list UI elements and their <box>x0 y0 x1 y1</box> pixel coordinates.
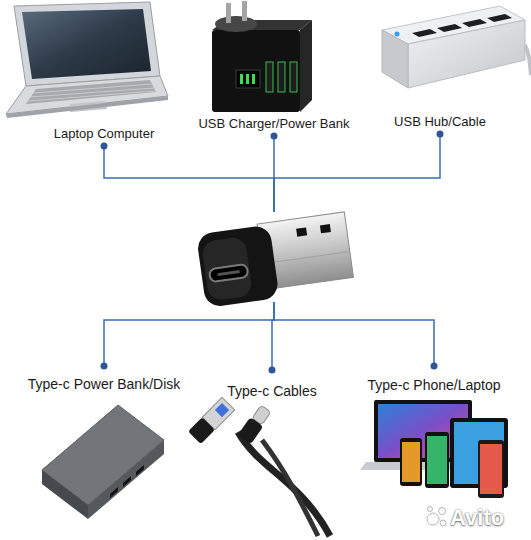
laptop-illustration <box>6 2 168 118</box>
connector-line <box>272 302 274 372</box>
node-label: USB Hub/Cable <box>394 115 486 130</box>
connector-dot <box>101 143 108 150</box>
device-label: USB Charger/Power Bank <box>184 117 364 136</box>
connector-line <box>274 134 440 212</box>
connector-dot <box>269 367 276 374</box>
hub-illustration <box>382 6 531 88</box>
connector-line <box>273 136 275 212</box>
device-label: USB Hub/Cable <box>380 115 500 134</box>
connector-dot <box>437 131 444 138</box>
connector-dot <box>271 133 278 140</box>
node-label: Laptop Computer <box>54 127 154 142</box>
device-label: Type-c Power Bank/Disk <box>14 368 194 392</box>
adapter-node <box>199 212 349 302</box>
node-label: USB Charger/Power Bank <box>198 117 349 132</box>
adapter-illustration <box>196 212 355 308</box>
connector-dot <box>431 363 438 370</box>
charger-illustration <box>212 1 312 112</box>
powerbank-illustration <box>42 405 164 519</box>
connector-dot <box>101 363 108 370</box>
watermark: Avito <box>450 507 504 529</box>
cables-illustration <box>188 397 330 536</box>
node-label: Type-c Phone/Laptop <box>367 377 500 393</box>
node-label: Type-c Cables <box>227 383 316 399</box>
node-label: Type-c Power Bank/Disk <box>28 376 181 392</box>
watermark-logo <box>427 507 446 527</box>
connector-line <box>104 146 274 212</box>
device-label: Type-c Phone/Laptop <box>349 368 519 393</box>
connector-line <box>104 302 274 368</box>
device-label: Laptop Computer <box>42 127 166 146</box>
devices-illustration <box>360 400 508 498</box>
device-label: Type-c Cables <box>202 372 342 399</box>
connector-line <box>274 302 434 368</box>
